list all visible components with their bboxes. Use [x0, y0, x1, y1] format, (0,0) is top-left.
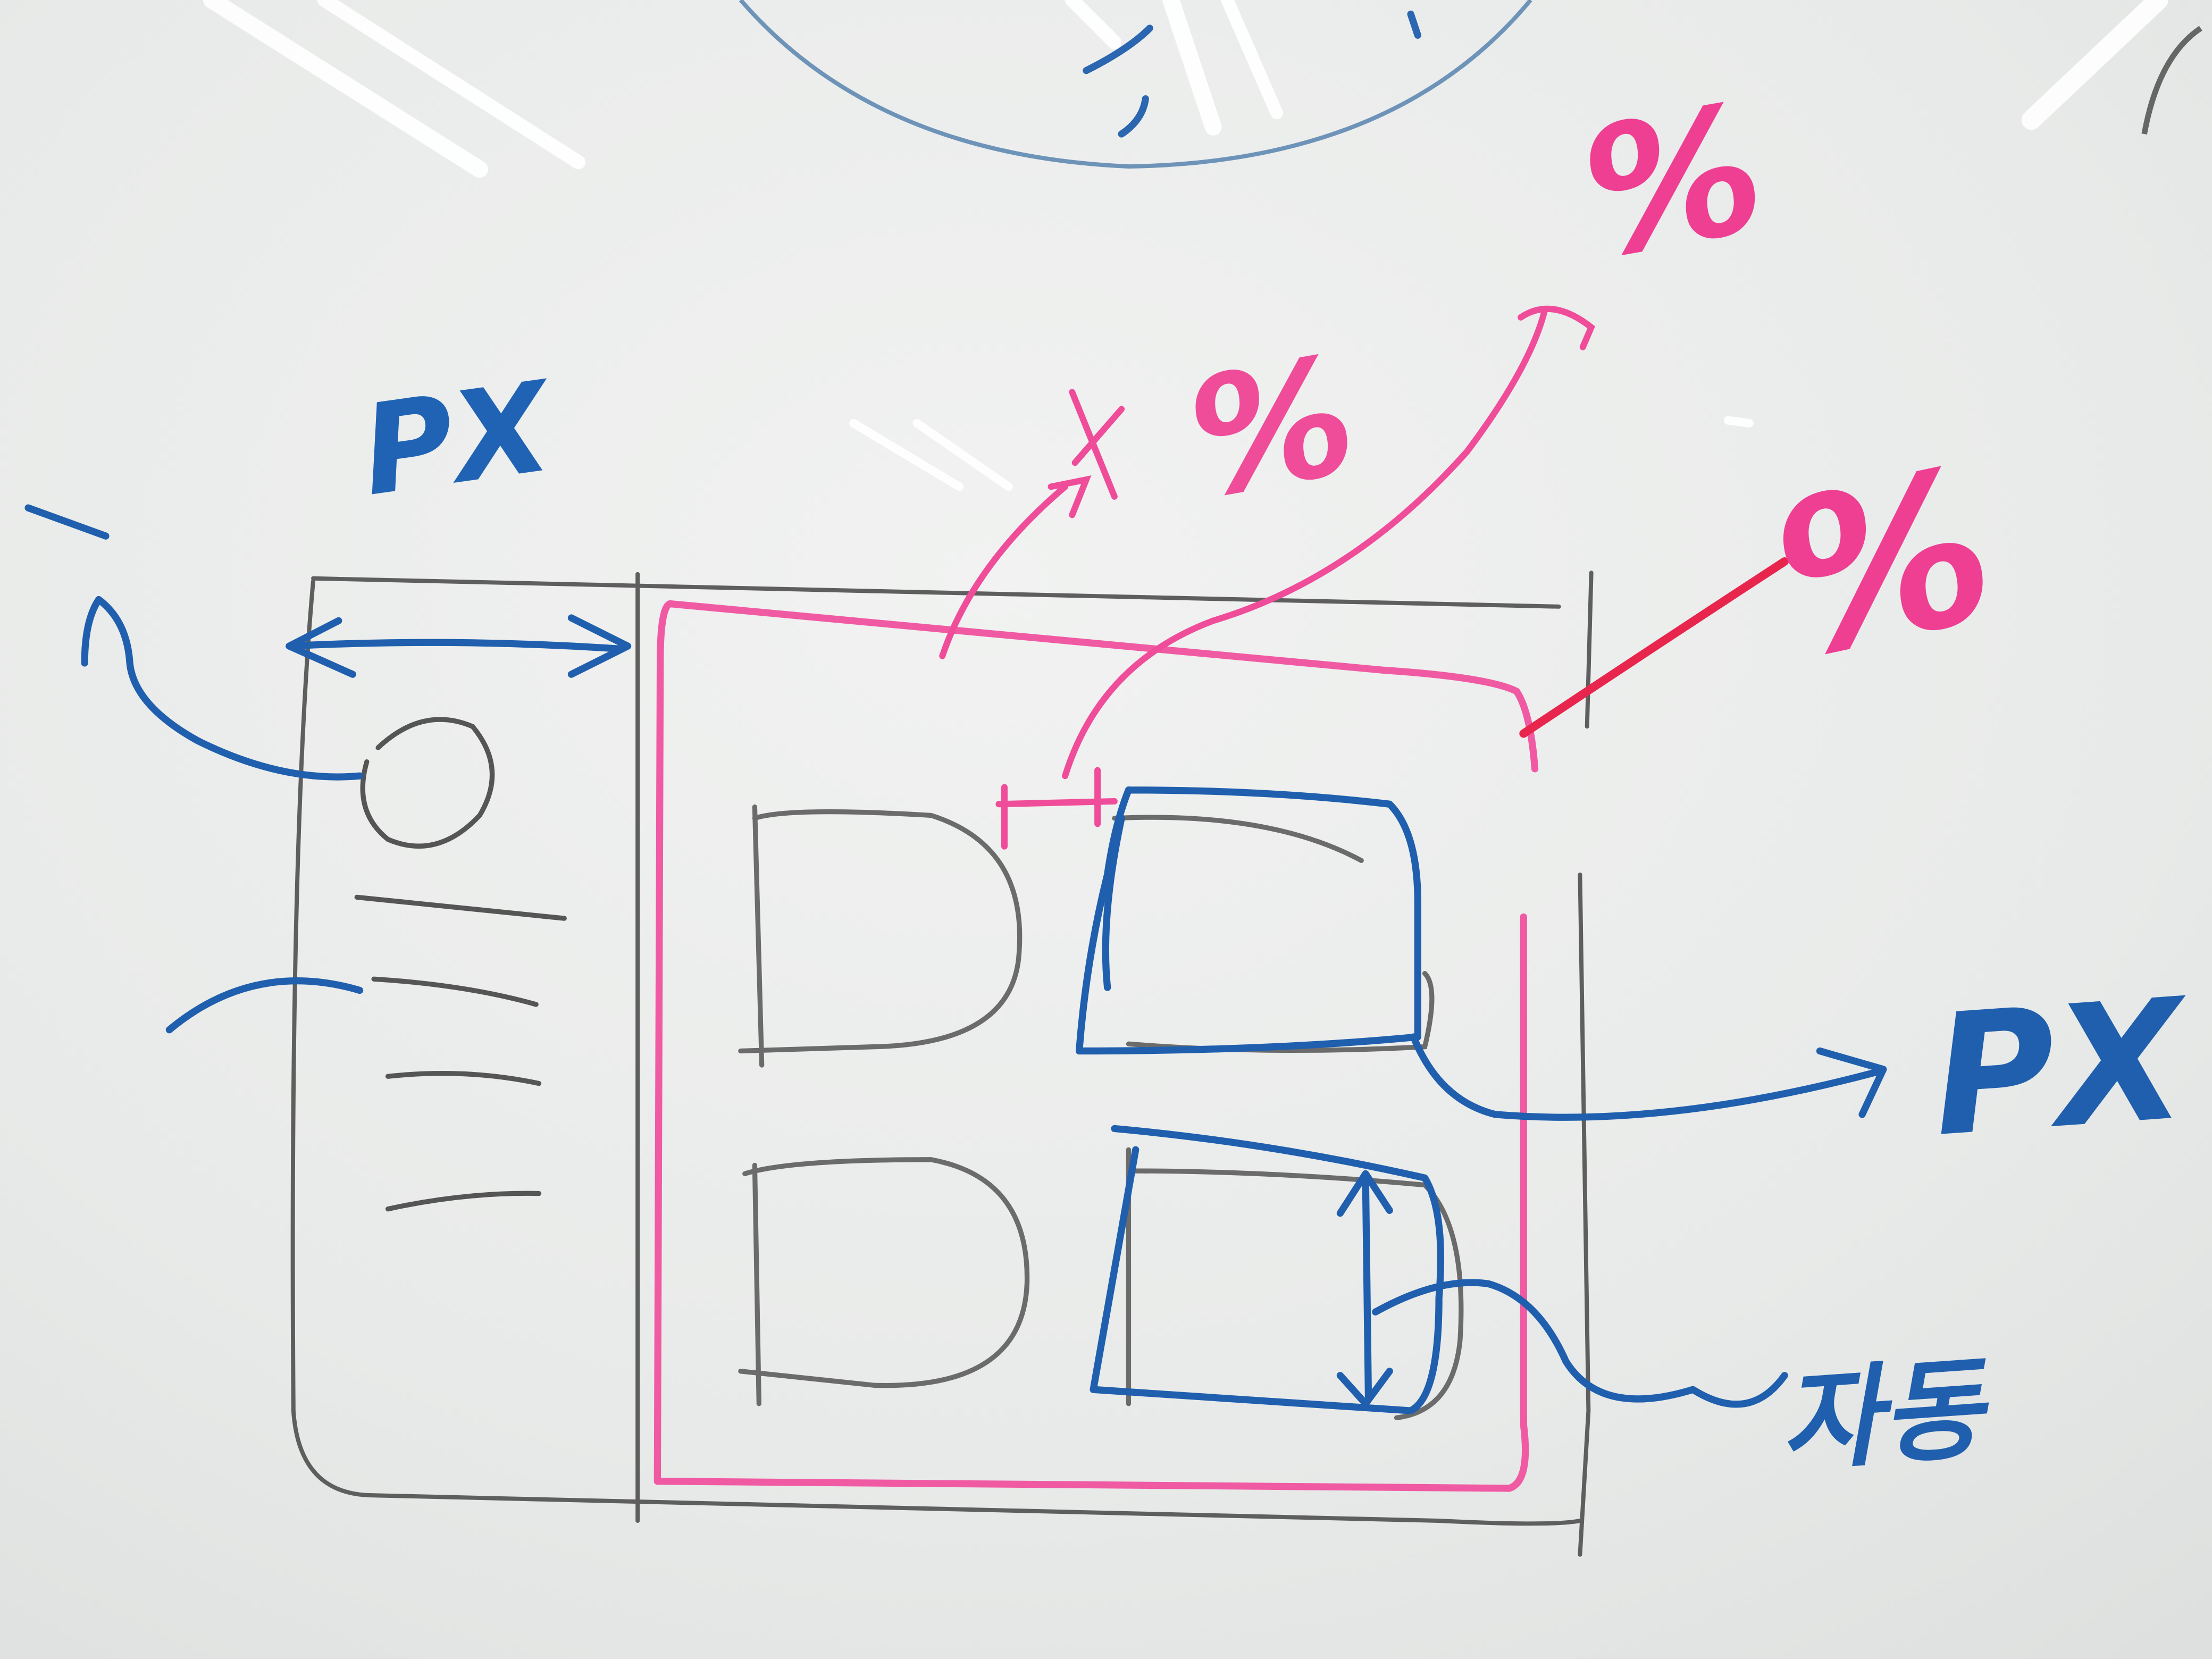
menu-line-1: [354, 894, 567, 921]
light-reflections: [203, 0, 2168, 491]
arrow-to-percent-2: [1062, 307, 1548, 780]
avatar-pointer: [81, 596, 364, 781]
arrow-to-percent-1: [939, 483, 1069, 659]
card-width-arrow: [1410, 1033, 1880, 1121]
top-circle-sketch: [739, 0, 1532, 169]
avatar-circle: [360, 717, 495, 849]
card-bottom-right: [1090, 1125, 1445, 1414]
auto-height-arrow: [1362, 1174, 1372, 1401]
menu-line-2: [371, 976, 539, 1007]
sidebar-width-arrow: [286, 639, 624, 653]
edge-dash: [24, 504, 110, 540]
menu-line-4: [385, 1191, 542, 1212]
korean-auto-label: 자동: [1776, 1344, 1994, 1487]
percent-label-1: %: [1176, 321, 1369, 535]
menu-pointer: [165, 977, 364, 1034]
blue-annotations: [24, 504, 1887, 1414]
auto-pointer: [1372, 1279, 1788, 1408]
top-circle-scribbles: [1083, 10, 1421, 138]
px-label-right: PX: [1927, 962, 2197, 1174]
px-label-top: PX: [354, 354, 564, 524]
menu-line-3: [385, 1071, 542, 1086]
sidebar-sketch: [354, 717, 567, 1212]
margin-marker: [995, 767, 1118, 850]
corner-scribble: [2141, 26, 2202, 135]
percent-label-3: %: [1755, 422, 2013, 707]
percent-label-2: %: [1568, 66, 1778, 299]
card-bottom-left: [738, 1157, 1030, 1406]
card-top-right: [1075, 786, 1421, 1055]
arrow-to-percent-3: [1519, 557, 1789, 738]
pink-arrows: [939, 305, 1595, 850]
card-top-left: [738, 804, 1023, 1068]
